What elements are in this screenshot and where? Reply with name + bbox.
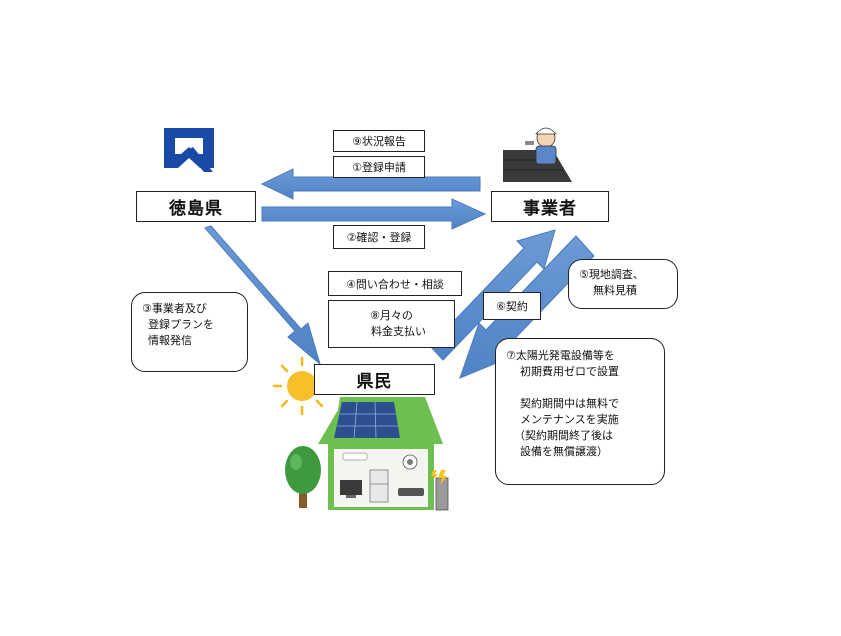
prefecture-box: 徳島県	[136, 191, 256, 222]
step-7-line-5: メンテナンスを実施	[520, 413, 619, 426]
step-7-line-4: 契約期間中は無料で	[520, 397, 619, 410]
step-6-label: ⑥契約	[496, 300, 528, 313]
step-7-line-2: 初期費用ゼロで設置	[520, 365, 619, 378]
step-2-label: ②確認・登録	[346, 231, 412, 244]
step-1-registration-application: ①登録申請	[333, 156, 425, 178]
step-5-site-survey-note: ⑤現地調査、 無料見積	[568, 259, 678, 309]
step-3-information-note: ③事業者及び 登録プランを 情報発信	[131, 292, 248, 372]
step-4-inquiry: ④問い合わせ・相談	[328, 271, 462, 296]
step-8-line-1: ⑧月々の	[370, 309, 413, 322]
prefecture-label: 徳島県	[169, 199, 223, 219]
step-4-label: ④問い合わせ・相談	[346, 277, 444, 291]
step-7-line-1: ⑦太陽光発電設備等を	[506, 349, 615, 362]
residents-label: 県民	[356, 372, 393, 392]
tree-icon	[285, 446, 321, 508]
step-6-contract: ⑥契約	[483, 292, 541, 320]
step-3-line-2: 登録プランを	[148, 318, 214, 331]
worker-icon	[503, 127, 572, 182]
step-8-monthly-payment: ⑧月々の 料金支払い	[328, 300, 455, 348]
step-3-line-3: 情報発信	[148, 334, 192, 347]
step-9-status-report: ⑨状況報告	[333, 130, 425, 152]
step-9-label: ⑨状況報告	[352, 135, 406, 148]
step-7-line-6: （契約期間終了後は	[514, 429, 613, 442]
step-5-line-1: ⑤現地調査、	[579, 268, 644, 281]
step-7-line-3	[506, 380, 654, 396]
step-5-line-2: 無料見積	[593, 284, 637, 297]
step-7-installation-note: ⑦太陽光発電設備等を 初期費用ゼロで設置 契約期間中は無料で メンテナンスを実施…	[495, 338, 665, 485]
house-icon	[318, 397, 449, 511]
step-3-line-1: ③事業者及び	[142, 302, 207, 315]
step-7-line-7: 設備を無償譲渡）	[520, 445, 608, 458]
prefecture-logo-icon	[164, 128, 214, 172]
arrow-registration-application	[260, 168, 481, 200]
arrow-information-release	[204, 225, 321, 366]
operator-box: 事業者	[491, 191, 609, 222]
step-1-label: ①登録申請	[352, 161, 406, 174]
operator-label: 事業者	[523, 199, 577, 219]
residents-box: 県民	[314, 364, 435, 395]
step-8-line-2: 料金支払い	[371, 325, 426, 338]
arrow-confirm-register	[261, 198, 487, 230]
step-2-confirm-register: ②確認・登録	[333, 225, 425, 249]
